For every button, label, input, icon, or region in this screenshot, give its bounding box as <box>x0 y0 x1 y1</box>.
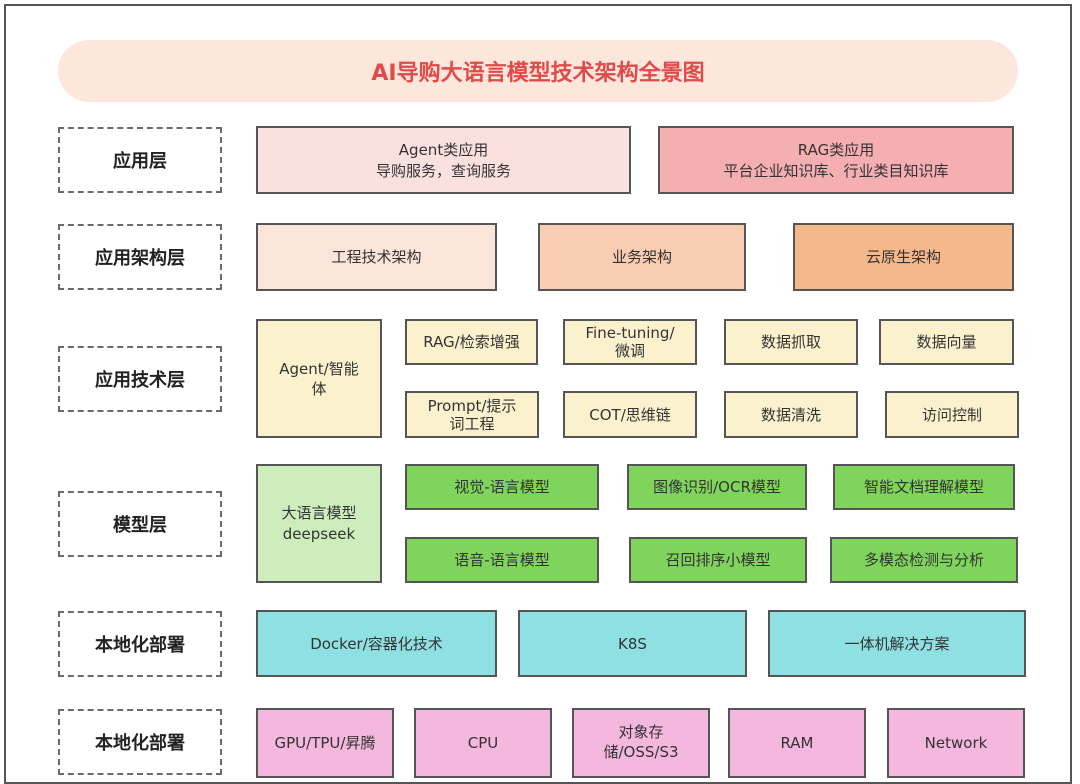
box-access-control-text: 访问控制 <box>921 405 982 424</box>
box-recall-ranking-model: 召回排序小模型 <box>629 537 807 583</box>
box-prompt-engineering-line1: Prompt/提示 <box>427 396 517 415</box>
box-rag-retrieval-text: RAG/检索增强 <box>423 333 520 351</box>
box-llm-deepseek-line2: deepseek <box>282 524 356 543</box>
box-agent-apps-line1: Agent类应用 <box>398 140 489 159</box>
layer-label-hardware-deployment: 本地化部署 <box>58 709 222 775</box>
layer-label-model: 模型层 <box>58 491 222 557</box>
box-gpu-tpu-text: GPU/TPU/昇腾 <box>274 734 376 752</box>
box-speech-language-model-text: 语音-语言模型 <box>454 551 550 569</box>
box-fine-tuning: Fine-tuning/ 微调 <box>563 319 697 365</box>
box-document-understanding-model: 智能文档理解模型 <box>833 464 1015 510</box>
box-agent: Agent/智能 体 <box>256 319 382 438</box>
box-object-storage-line1: 对象存 <box>618 723 664 741</box>
box-engineering-arch: 工程技术架构 <box>256 223 497 291</box>
box-data-crawling: 数据抓取 <box>724 319 858 365</box>
box-agent-apps-line2: 导购服务，查询服务 <box>375 161 511 180</box>
box-cloud-native-arch: 云原生架构 <box>793 223 1014 291</box>
box-docker: Docker/容器化技术 <box>256 610 497 677</box>
box-rag-apps-line2: 平台企业知识库、行业类目知识库 <box>723 161 949 180</box>
box-data-vector: 数据向量 <box>879 319 1014 365</box>
box-all-in-one-text: 一体机解决方案 <box>844 634 950 653</box>
box-rag-apps-line1: RAG类应用 <box>797 140 875 159</box>
box-gpu-tpu: GPU/TPU/昇腾 <box>256 708 394 778</box>
box-cloud-native-arch-text: 云原生架构 <box>865 248 941 266</box>
box-network-text: Network <box>924 734 988 752</box>
box-multimodal-detection: 多模态检测与分析 <box>830 537 1018 583</box>
box-agent-line1: Agent/智能 <box>279 359 359 378</box>
box-data-crawling-text: 数据抓取 <box>760 333 821 351</box>
box-object-storage: 对象存 储/OSS/S3 <box>572 708 710 778</box>
layer-label-local-deployment: 本地化部署 <box>58 611 222 677</box>
box-rag-apps: RAG类应用 平台企业知识库、行业类目知识库 <box>658 126 1014 194</box>
box-ram: RAM <box>728 708 866 778</box>
box-business-arch-text: 业务架构 <box>611 248 672 266</box>
box-llm-deepseek: 大语言模型 deepseek <box>256 464 382 583</box>
box-docker-text: Docker/容器化技术 <box>310 634 443 653</box>
box-agent-apps: Agent类应用 导购服务，查询服务 <box>256 126 631 194</box>
box-access-control: 访问控制 <box>885 391 1019 438</box>
box-cpu-text: CPU <box>467 734 499 752</box>
layer-label-app-architecture: 应用架构层 <box>58 224 222 290</box>
box-engineering-arch-text: 工程技术架构 <box>331 248 422 266</box>
box-all-in-one: 一体机解决方案 <box>768 610 1026 677</box>
box-k8s-text: K8S <box>618 634 647 653</box>
box-data-cleaning-text: 数据清洗 <box>760 405 821 424</box>
box-cpu: CPU <box>414 708 552 778</box>
box-k8s: K8S <box>518 610 747 677</box>
box-data-cleaning: 数据清洗 <box>724 391 858 438</box>
box-speech-language-model: 语音-语言模型 <box>405 537 599 583</box>
box-business-arch: 业务架构 <box>538 223 746 291</box>
box-data-vector-text: 数据向量 <box>916 333 977 351</box>
diagram-title: AI导购大语言模型技术架构全景图 <box>371 61 705 86</box>
box-object-storage-line2: 储/OSS/S3 <box>603 743 679 761</box>
box-cot-text: COT/思维链 <box>589 405 671 424</box>
box-vision-language-model: 视觉-语言模型 <box>405 464 599 510</box>
box-cot: COT/思维链 <box>563 391 697 438</box>
box-vision-language-model-text: 视觉-语言模型 <box>454 478 550 496</box>
box-prompt-engineering: Prompt/提示 词工程 <box>405 391 539 438</box>
box-multimodal-detection-text: 多模态检测与分析 <box>863 551 984 569</box>
layer-label-application: 应用层 <box>58 127 222 193</box>
box-ram-text: RAM <box>780 734 814 752</box>
box-agent-line2: 体 <box>311 379 327 398</box>
box-network: Network <box>887 708 1025 778</box>
title-banner: AI导购大语言模型技术架构全景图 <box>58 40 1018 102</box>
box-prompt-engineering-line2: 词工程 <box>449 414 495 433</box>
box-fine-tuning-line2: 微调 <box>614 342 645 360</box>
box-rag-retrieval: RAG/检索增强 <box>405 319 538 365</box>
box-document-understanding-model-text: 智能文档理解模型 <box>863 478 984 496</box>
layer-label-app-technology: 应用技术层 <box>58 346 222 412</box>
box-llm-deepseek-line1: 大语言模型 <box>281 503 357 522</box>
box-ocr-model: 图像识别/OCR模型 <box>627 464 807 510</box>
box-recall-ranking-model-text: 召回排序小模型 <box>665 551 771 569</box>
box-fine-tuning-line1: Fine-tuning/ <box>585 324 675 342</box>
box-ocr-model-text: 图像识别/OCR模型 <box>653 478 781 496</box>
